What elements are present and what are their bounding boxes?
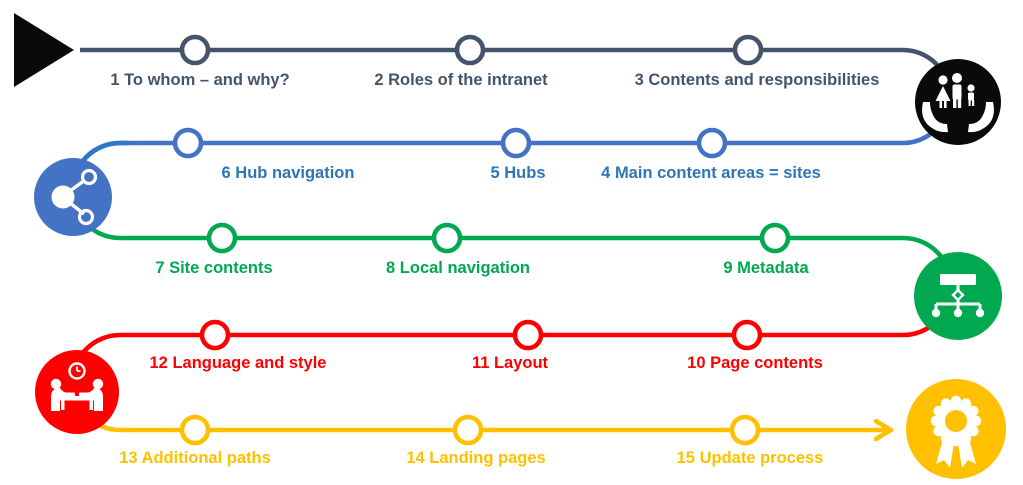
milestone-label-10: 10 Page contents — [687, 354, 823, 372]
path-row-2 — [125, 96, 952, 146]
milestone-label-7: 7 Site contents — [155, 259, 273, 277]
milestone-node-1 — [179, 34, 211, 66]
milestone-label-5: 5 Hubs — [490, 164, 546, 182]
finish-arrow-icon — [873, 418, 894, 442]
milestone-node-10 — [731, 319, 763, 351]
milestone-node-8 — [431, 222, 463, 254]
milestone-label-15: 15 Update process — [676, 449, 824, 467]
sitemap-icon — [914, 252, 1002, 340]
milestone-node-13 — [179, 414, 211, 446]
milestone-label-12: 12 Language and style — [149, 354, 327, 372]
award-rosette-icon — [906, 379, 1006, 479]
milestone-label-4: 4 Main content areas = sites — [601, 164, 821, 182]
family-in-hands-icon — [915, 59, 1001, 145]
start-triangle-icon — [14, 13, 74, 87]
milestone-label-2: 2 Roles of the intranet — [374, 71, 548, 89]
milestone-node-14 — [452, 414, 484, 446]
milestone-label-3: 3 Contents and responsibilities — [634, 71, 880, 89]
milestone-node-2 — [454, 34, 486, 66]
share-network-icon — [34, 158, 112, 236]
milestone-node-12 — [199, 319, 231, 351]
meeting-table-icon — [35, 350, 119, 434]
milestone-label-11: 11 Layout — [471, 354, 549, 372]
milestone-label-1: 1 To whom – and why? — [110, 71, 290, 89]
milestone-node-6 — [172, 127, 204, 159]
milestone-node-7 — [206, 222, 238, 254]
milestone-label-14: 14 Landing pages — [406, 449, 546, 467]
milestone-label-9: 9 Metadata — [723, 259, 809, 277]
milestone-label-13: 13 Additional paths — [119, 449, 271, 467]
milestone-node-15 — [729, 414, 761, 446]
milestone-label-6: 6 Hub navigation — [221, 164, 355, 182]
milestone-node-9 — [759, 222, 791, 254]
milestone-node-11 — [512, 319, 544, 351]
milestone-label-8: 8 Local navigation — [386, 259, 530, 277]
milestone-node-5 — [500, 127, 532, 159]
milestone-node-4 — [696, 127, 728, 159]
milestone-node-3 — [732, 34, 764, 66]
